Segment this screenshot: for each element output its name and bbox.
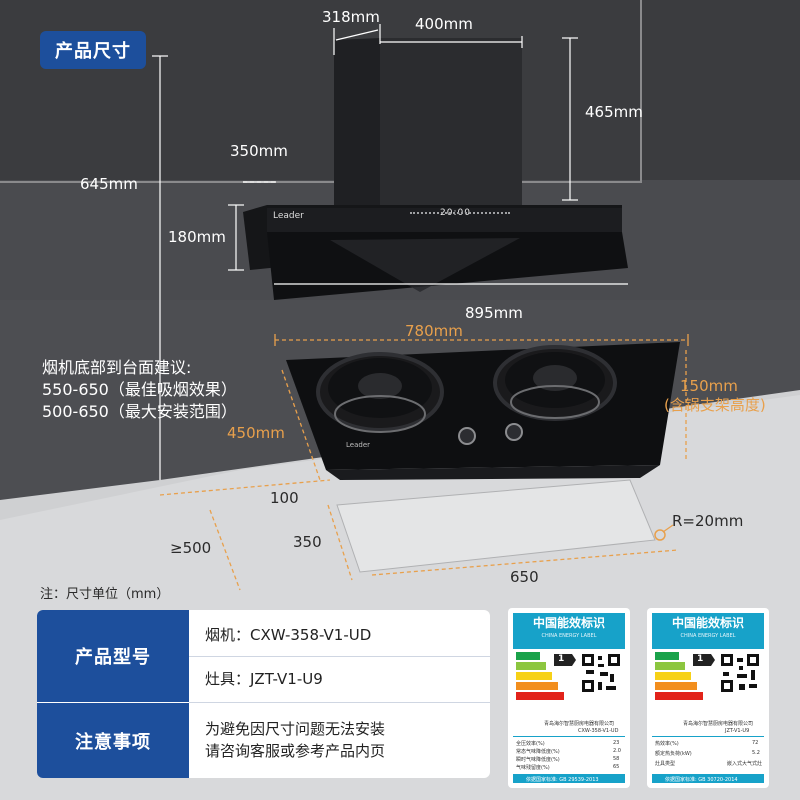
energy-grade-bars [516,652,576,700]
energy-label-row4-name: 气味残留度(%) [516,765,550,771]
notice-header: 注意事项 [37,703,189,778]
dimension-ticks-orange [274,334,689,346]
burner-left [316,352,444,433]
dimension-650: 650 [510,568,539,586]
recommendation-line-3: 500-650（最大安装范围） [42,402,237,421]
radius-marker [654,529,666,541]
dimension-radius: R=20mm [672,512,744,530]
energy-label-row1-val: 72 [752,740,759,746]
energy-label-model: CXW-358-V1-UD [578,728,619,734]
energy-label-divider [652,736,764,737]
cutout-shape [336,479,656,573]
energy-label-row1-val: 23 [613,740,620,746]
dimension-100: 100 [270,489,299,507]
hood-model: 烟机：CXW-358-V1-UD [205,626,372,644]
energy-label-row2-val: 5.2 [752,750,760,756]
dimension-350-bottom: 350 [293,533,322,551]
energy-label-footer [513,774,625,783]
stove-knob-right [505,423,523,441]
product-size-badge: 产品尺寸 [40,31,146,69]
energy-label-row1-name: 热效率(%) [655,741,679,747]
model-header: 产品型号 [37,610,189,702]
energy-label-row1-name: 全压效率(%) [516,741,545,747]
spec-table: 产品型号 注意事项 烟机：CXW-358-V1-UD 灶具：JZT-V1-U9 … [37,610,490,778]
stove-brand-logo: Leader [346,441,371,449]
energy-label-row3-name: 瞬时气味降低度(%) [516,757,560,763]
row-divider [189,656,490,657]
dimension-180: 180mm [168,228,226,246]
dimension-450: 450mm [227,424,285,442]
notice-line-2: 请咨询客服或参考产品内页 [205,742,386,760]
stove-base [326,465,660,480]
energy-label-title: 中国能效标识 [652,613,764,649]
dimension-400: 400mm [415,15,473,33]
qr-code [580,652,622,694]
energy-label-row3-name: 灶具类型 [655,761,676,767]
stove-model: 灶具：JZT-V1-U9 [205,670,323,688]
energy-label-model: JZT-V1-U9 [725,728,750,734]
wall-cabinet-outline [0,0,642,183]
dimension-318: 318mm [322,8,380,26]
hood-controls [410,212,510,218]
notice-line-1: 为避免因尺寸问题无法安装 [205,720,386,738]
energy-label-standard: 依据国家标准: GB 29539-2013 [526,777,599,783]
dimension-350-top: 350mm [230,142,288,160]
energy-label-row3-val: 嵌入式大气式灶 [727,761,763,767]
recommendation-line-1: 烟机底部到台面建议: [42,358,192,377]
energy-grade-bars [655,652,715,700]
energy-grade: 1 [697,654,704,664]
energy-label-row2-val: 2.0 [613,748,621,754]
energy-label-divider [513,736,625,737]
energy-label-row3-val: 58 [613,756,620,762]
energy-label-maker: 青岛海尔智慧厨房电器有限公司 [683,721,754,727]
burner-right [493,345,617,421]
energy-label-stove: 中国能效标识 CHINA ENERGY LABEL 1 青岛海尔智慧厨房电器有限… [647,608,769,788]
energy-label-subtitle: CHINA ENERGY LABEL [680,633,736,639]
energy-label-hood: 中国能效标识 CHINA ENERGY LABEL 1 青岛海尔智慧厨房电器有限… [508,608,630,788]
hood-glass-shine [330,238,520,292]
dimension-645: 645mm [80,175,138,193]
radius-leader [662,524,674,533]
dimension-lines-orange [159,339,688,591]
energy-label-subtitle: CHINA ENERGY LABEL [541,633,597,639]
dimension-150: 150mm [680,377,738,395]
dimension-895: 895mm [465,304,523,322]
energy-label-row2-name: 常态气味降低度(%) [516,749,560,755]
unit-note: 注：尺寸单位（mm） [40,587,170,602]
energy-label-title: 中国能效标识 [513,613,625,649]
row-divider [189,702,490,703]
energy-label-row2-name: 额定热负荷(kW) [655,751,692,757]
hood-chimney-front [380,38,522,205]
stove-knob-left [458,427,476,445]
energy-grade: 1 [558,654,565,664]
dimension-150-note: (含锅支架高度) [664,396,766,414]
hood-front-panel [267,208,622,232]
hood-brand-logo: Leader [273,211,304,221]
energy-label-maker: 青岛海尔智慧厨房电器有限公司 [544,721,615,727]
dimension-465: 465mm [585,103,643,121]
energy-label-row4-val: 65 [613,764,620,770]
energy-label-standard: 依据国家标准: GB 30720-2014 [665,777,738,783]
energy-label-footer [652,774,764,783]
hood-chimney [334,38,380,212]
height-recommendation: 烟机底部到台面建议: 550-650（最佳吸烟效果） 500-650（最大安装范… [42,357,237,423]
dimension-780: 780mm [405,322,463,340]
dimension-500: ≥500 [170,539,212,557]
qr-code [719,652,761,694]
recommendation-line-2: 550-650（最佳吸烟效果） [42,380,237,399]
